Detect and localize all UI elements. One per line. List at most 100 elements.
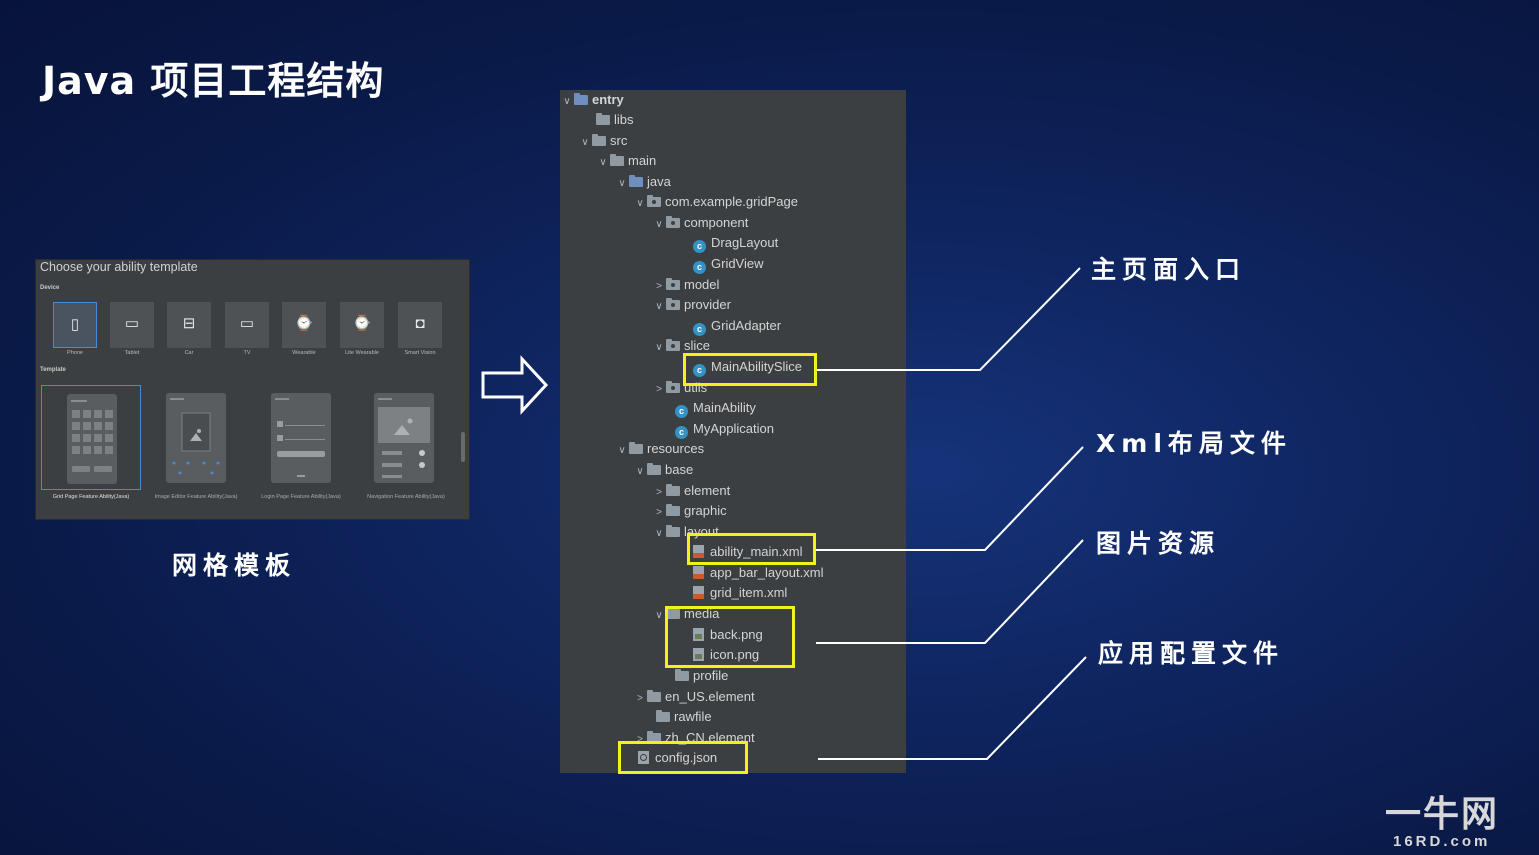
tree-item-java[interactable]: ∨java <box>615 172 671 192</box>
device-smart-vision[interactable]: ◘ <box>398 302 442 348</box>
chevron-down-icon[interactable]: ∨ <box>655 301 663 312</box>
chevron-down-icon[interactable]: ∨ <box>599 157 607 168</box>
tree-item-label: icon.png <box>710 647 760 662</box>
grid-template-caption: 网格模板 <box>172 551 297 580</box>
package-icon <box>666 278 680 290</box>
folder-icon <box>647 463 661 475</box>
image-file-icon <box>693 628 704 641</box>
tree-item-label: provider <box>684 297 731 312</box>
tree-item-back-png[interactable]: back.png <box>693 625 763 645</box>
tree-item-ability-main-xml[interactable]: ability_main.xml <box>693 542 802 562</box>
device-lite-wearable[interactable]: ⌚ <box>340 302 384 348</box>
tree-item-draglayout[interactable]: c DragLayout <box>693 233 778 253</box>
template-navigation[interactable] <box>356 385 456 490</box>
tree-item-main[interactable]: ∨main <box>596 151 656 171</box>
chevron-down-icon[interactable]: ∨ <box>618 445 626 456</box>
chevron-right-icon[interactable]: > <box>637 734 643 745</box>
slide-title: Java 项目工程结构 <box>42 59 385 103</box>
class-icon: c <box>675 405 688 418</box>
scrollbar[interactable] <box>461 432 465 462</box>
folder-icon <box>592 134 606 146</box>
tree-item-profile[interactable]: profile <box>675 666 728 686</box>
tree-item-package-root[interactable]: ∨com.example.gridPage <box>633 192 798 212</box>
chevron-right-icon[interactable]: > <box>656 487 662 498</box>
device-car[interactable]: ⊟ <box>167 302 211 348</box>
watermark-bottom: 16RD.com <box>1393 833 1491 850</box>
device-label: Smart Vision <box>404 350 436 356</box>
tree-item-label: config.json <box>655 750 718 765</box>
template-login-page[interactable] <box>251 385 351 490</box>
class-icon: c <box>675 426 688 439</box>
tree-item-label: src <box>610 133 628 148</box>
highlight-ability-main-xml <box>687 533 816 565</box>
tree-item-label: back.png <box>710 627 763 642</box>
tree-item-src[interactable]: ∨ src <box>578 131 627 151</box>
folder-icon <box>666 484 680 496</box>
class-icon: c <box>693 240 706 253</box>
package-icon <box>666 298 680 310</box>
template-image-editor[interactable] <box>146 385 246 490</box>
tree-item-config-json[interactable]: config.json <box>638 748 717 768</box>
device-phone[interactable]: ▯ <box>53 302 97 348</box>
chevron-down-icon[interactable]: ∨ <box>618 178 626 189</box>
chevron-down-icon[interactable]: ∨ <box>581 137 589 148</box>
chevron-down-icon[interactable]: ∨ <box>636 198 644 209</box>
chevron-down-icon[interactable]: ∨ <box>655 219 663 230</box>
tree-item-rawfile[interactable]: rawfile <box>656 707 712 727</box>
folder-icon <box>666 504 680 516</box>
tree-item-libs[interactable]: libs <box>596 110 634 130</box>
tree-item-label: slice <box>684 338 711 353</box>
tree-item-label: DragLayout <box>711 235 779 250</box>
template-grid-page[interactable] <box>41 385 141 490</box>
tree-item-entry[interactable]: ∨entry <box>560 90 623 110</box>
device-tv[interactable]: ▭ <box>225 302 269 348</box>
tree-item-label: GridView <box>711 256 764 271</box>
tree-item-app-bar-layout-xml[interactable]: app_bar_layout.xml <box>693 563 823 583</box>
tree-item-label: graphic <box>684 503 727 518</box>
tree-item-model[interactable]: >model <box>652 275 719 295</box>
right-arrow-icon <box>481 355 549 415</box>
tree-item-icon-png[interactable]: icon.png <box>693 645 759 665</box>
project-tree: ∨entry libs ∨src ∨main ∨java ∨com.exampl… <box>560 90 906 773</box>
device-label: Wearable <box>292 350 316 356</box>
source-folder-icon <box>629 175 643 187</box>
tree-item-label: MyApplication <box>693 421 774 436</box>
template-label: Image Editor Feature Ability(Java) <box>154 494 238 500</box>
image-file-icon <box>693 648 704 661</box>
chevron-down-icon[interactable]: ∨ <box>563 96 571 107</box>
chevron-down-icon[interactable]: ∨ <box>636 466 644 477</box>
device-section-label: Device <box>40 285 60 291</box>
tree-item-base[interactable]: ∨base <box>633 460 693 480</box>
module-folder-icon <box>574 93 588 105</box>
tree-item-resources[interactable]: ∨resources <box>615 439 704 459</box>
chevron-right-icon[interactable]: > <box>656 281 662 292</box>
chevron-right-icon[interactable]: > <box>637 693 643 704</box>
tree-item-label: profile <box>693 668 729 683</box>
tree-item-slice[interactable]: ∨ slice <box>652 336 710 356</box>
tree-item-provider[interactable]: ∨ provider <box>652 295 731 315</box>
chevron-right-icon[interactable]: > <box>656 384 662 395</box>
dialog-title: Choose your ability template <box>40 260 198 274</box>
device-wearable[interactable]: ⌚ <box>282 302 326 348</box>
tree-item-myapplication[interactable]: c MyApplication <box>675 419 774 439</box>
chevron-down-icon[interactable]: ∨ <box>655 342 663 353</box>
tree-item-label: GridAdapter <box>711 318 782 333</box>
highlight-config-json <box>618 741 748 774</box>
chevron-right-icon[interactable]: > <box>656 507 662 518</box>
tree-item-graphic[interactable]: > graphic <box>652 501 727 521</box>
folder-icon <box>666 525 680 537</box>
tree-item-grid-item-xml[interactable]: grid_item.xml <box>693 583 787 603</box>
template-label: Grid Page Feature Ability(Java) <box>52 494 130 500</box>
chevron-down-icon[interactable]: ∨ <box>655 610 663 621</box>
device-tablet[interactable]: ▭ <box>110 302 154 348</box>
tree-item-en-us-element[interactable]: >en_US.element <box>633 687 755 707</box>
folder-icon <box>675 669 689 681</box>
phone-icon: ▯ <box>70 316 80 333</box>
tree-item-element[interactable]: >element <box>652 481 730 501</box>
tree-item-component[interactable]: ∨component <box>652 213 748 233</box>
chevron-down-icon[interactable]: ∨ <box>655 528 663 539</box>
